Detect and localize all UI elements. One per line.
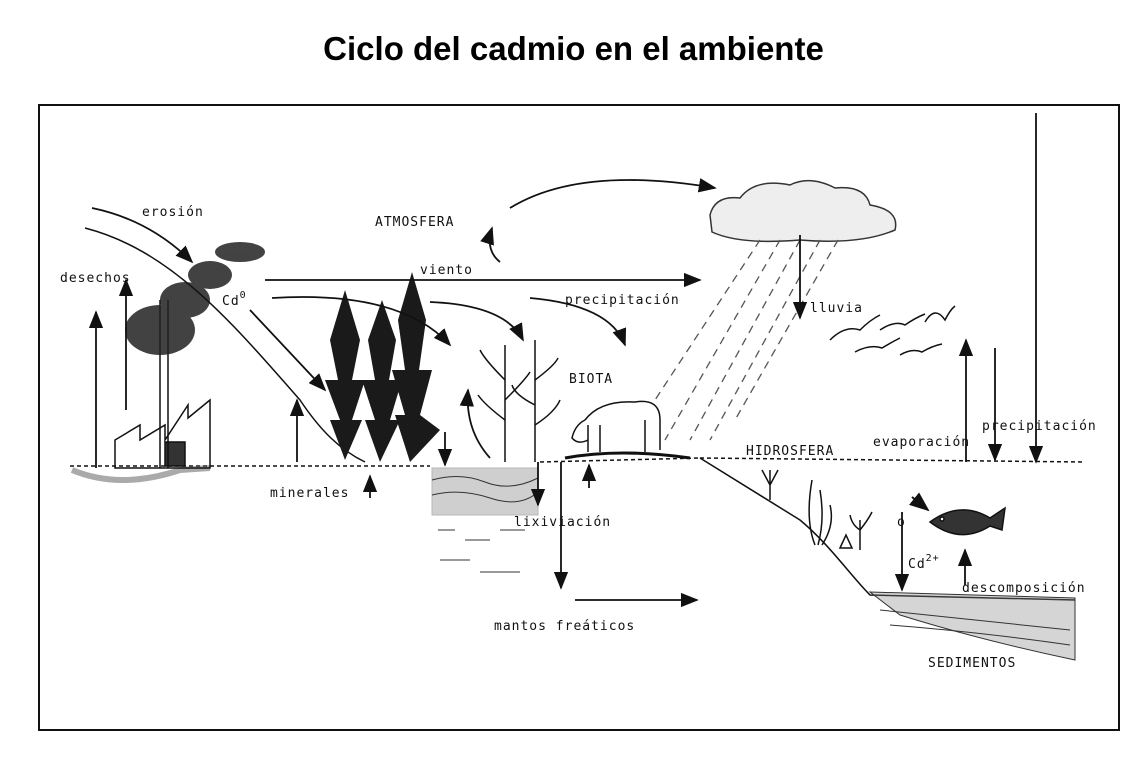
arrow-precip [529,297,627,347]
arrow-to-fish [908,492,930,512]
label-lixiviacion: lixiviación [514,515,611,530]
forest-icon [325,272,440,462]
label-erosion: erosión [142,205,204,220]
label-descomposicion: descomposición [962,581,1086,596]
aquatic-plants-icon [761,469,873,550]
label-precipitacion-right: precipitación [982,419,1097,434]
diagram-title: Ciclo del cadmio en el ambiente [323,30,824,67]
label-precipitacion-top: precipitación [565,293,680,308]
label-desechos: desechos [60,271,131,286]
arrow-atm-top [509,178,717,209]
corn-plants-icon [477,340,561,462]
shoreline [699,457,1076,601]
arrow-plant-up [459,388,491,459]
soil-texture [70,465,211,483]
label-evaporacion: evaporación [873,435,970,450]
label-biota: BIOTA [569,372,613,387]
cow-icon [564,400,691,460]
fish-icon [928,506,1006,536]
ground-line [70,457,1086,467]
label-minerales: minerales [270,486,349,501]
label-sedimentos: SEDIMENTOS [928,656,1016,671]
label-viento: viento [420,263,473,278]
cloud-icon [709,179,897,243]
birds-icon [829,305,956,356]
soil-profile-icon [431,467,539,573]
arrow-atm-loop-up [480,226,501,263]
label-hidrosfera: HIDROSFERA [746,444,834,459]
rain-lines [654,239,839,441]
arrow-erosion [91,207,194,264]
sediment-layers [868,591,1076,661]
label-lluvia: lluvia [810,301,863,316]
arrow-cd0-down [249,309,327,392]
label-mantos: mantos freáticos [494,619,635,634]
arrow-atm-1 [271,296,452,347]
label-atmosfera: ATMOSFERA [375,215,454,230]
erosion-curve [84,227,366,463]
label-cd2: Cd2+ [908,553,940,572]
diagram-frame [38,104,1120,731]
arrows [88,113,1044,608]
label-o: o [897,515,906,530]
arrow-atm-2 [429,301,524,342]
label-cd0: Cd0 [222,290,247,309]
